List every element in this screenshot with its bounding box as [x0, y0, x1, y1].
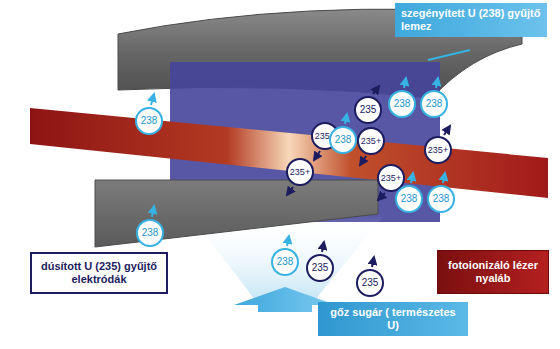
- atom-circle: 235: [356, 269, 384, 297]
- isotope-number: 235+: [428, 146, 448, 155]
- label-text: gőz sugár ( természetes U): [324, 306, 462, 332]
- label-box: dúsított U (235) gyűjtő elektródák: [30, 252, 168, 294]
- collector-electrode: [95, 180, 378, 247]
- isotope-number: 238: [277, 257, 294, 267]
- atom-arrows: [151, 78, 445, 246]
- isotope-number: 235: [360, 105, 377, 115]
- label-text: dúsított U (235) gyűjtő elektródák: [38, 260, 160, 286]
- isotope-number: 238: [335, 135, 352, 145]
- isotope-number: 238: [394, 99, 411, 109]
- label-text: szegényített U (238) gyűjtő lemez: [401, 7, 541, 33]
- atom-circle: 235+: [424, 136, 452, 164]
- isotope-number: 235+: [361, 137, 381, 146]
- atom-circle: 235: [354, 96, 382, 124]
- isotope-number: 235+: [290, 168, 310, 177]
- isotope-number: 238: [141, 116, 158, 126]
- atom-circle: 238: [388, 90, 416, 118]
- label-box: szegényített U (238) gyűjtő lemez: [395, 3, 547, 37]
- atom-circle: 238: [420, 90, 448, 118]
- isotope-number: 238: [401, 194, 418, 204]
- label-box: gőz sugár ( természetes U): [318, 302, 468, 336]
- atom-circle: 238: [135, 107, 163, 135]
- isotope-number: 235: [312, 263, 329, 273]
- atom-circle: 238: [395, 185, 423, 213]
- isotope-number: 238: [433, 194, 450, 204]
- atom-circle: 238: [329, 126, 357, 154]
- isotope-number: 235: [362, 278, 379, 288]
- atom-circle: 235+: [357, 127, 385, 155]
- atom-circle: 238: [136, 219, 164, 247]
- atom-circle: 238: [271, 248, 299, 276]
- ion-arrows: [287, 86, 450, 267]
- atom-circle: 238: [427, 185, 455, 213]
- isotope-number: 235+: [381, 174, 401, 183]
- isotope-number: 238: [142, 228, 159, 238]
- label-text: fotoionizáló lézer nyaláb: [444, 259, 542, 285]
- atom-circle: 235+: [286, 158, 314, 186]
- atom-circle: 235: [306, 254, 334, 282]
- label-box: fotoionizáló lézer nyaláb: [437, 250, 549, 294]
- leader-line: [428, 50, 470, 60]
- isotope-number: 238: [426, 99, 443, 109]
